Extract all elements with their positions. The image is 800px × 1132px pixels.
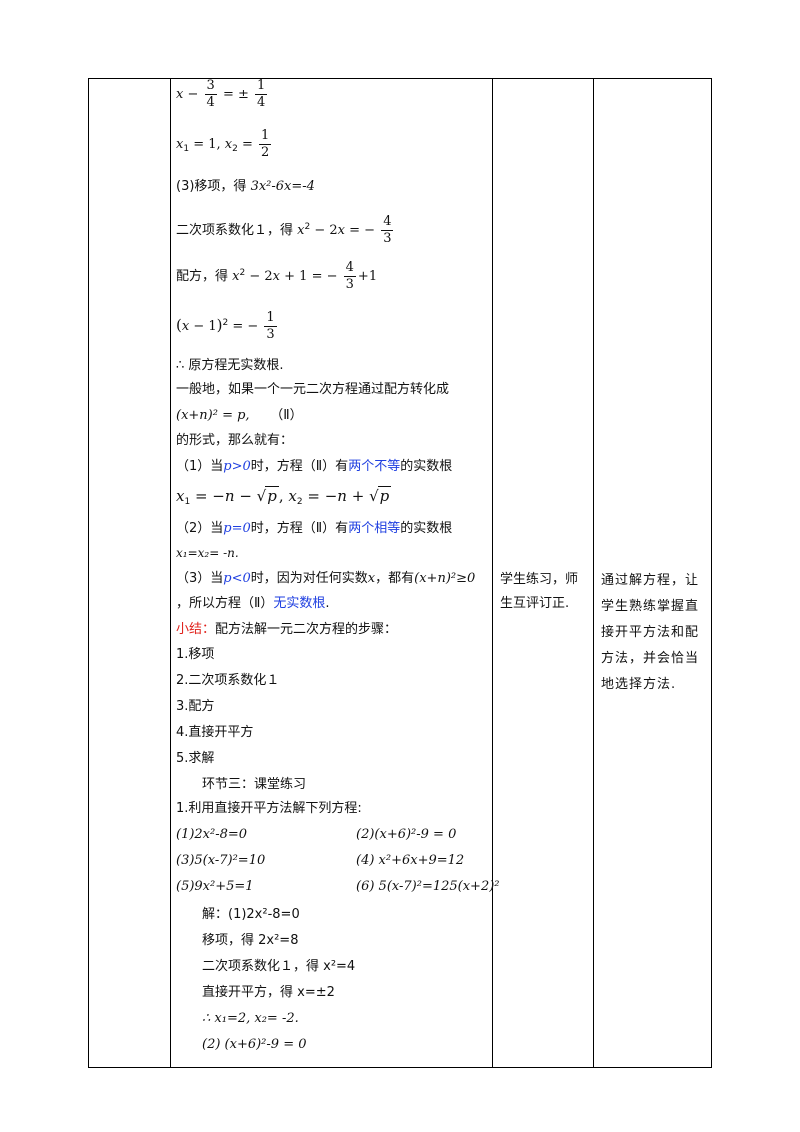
conclusion-text: ∴ 原方程无实数根. (176, 358, 284, 373)
step-item: 1.移项 (176, 647, 215, 662)
case-line: （3）当p<0时，因为对任何实数x，都有(x+n)²≥0 (176, 571, 476, 586)
exercise-item: (5)9x²+5=1 (176, 879, 254, 894)
column-divider (170, 79, 171, 1067)
solution-line: 解：(1)2x²-8=0 (202, 907, 300, 922)
table-frame (88, 78, 712, 1068)
step-item: 2.二次项系数化１ (176, 673, 280, 688)
solution-line: (2) (x+6)²-9 = 0 (202, 1037, 307, 1052)
exercise-item: (2)(x+6)²-9 = 0 (356, 827, 457, 842)
case-line: （2）当p=0时，方程（Ⅱ）有两个相等的实数根 (176, 521, 453, 536)
solution-line: 二次项系数化１，得 x²=4 (202, 959, 356, 974)
step-item: 3.配方 (176, 699, 215, 714)
step-item: 4.直接开平方 (176, 725, 254, 740)
column-divider (492, 79, 493, 1067)
design-intent-cell: 通过解方程，让学生熟练掌握直接开平方法和配方法，并会恰当地选择方法. (601, 573, 700, 692)
column-divider (593, 79, 594, 1067)
exercise-item: (6) 5(x-7)²=125(x+2)² (356, 879, 500, 894)
general-text: (x+n)² = p, （Ⅱ） (176, 408, 303, 423)
step-line: (3)移项，得 3x²-6x=-4 (176, 179, 315, 194)
equation-line: x1 = −n − √p, x2 = −n + √p (176, 486, 392, 507)
general-text: 的形式，那么就有： (176, 433, 294, 448)
case-line: （1）当p>0时，方程（Ⅱ）有两个不等的实数根 (176, 459, 453, 474)
exercise-item: (1)2x²-8=0 (176, 827, 248, 842)
solution-line: 移项，得 2x²=8 (202, 933, 299, 948)
case-roots: x₁=x₂= -n. (176, 546, 239, 560)
exercise-item: (4) x²+6x+9=12 (356, 853, 465, 868)
student-activity-cell: 学生练习，师生互评订正. (500, 572, 579, 611)
section-heading: 环节三：课堂练习 (202, 777, 307, 792)
case-line: ，所以方程（Ⅱ）无实数根. (176, 596, 330, 611)
general-text: 一般地，如果一个一元二次方程通过配方转化成 (176, 382, 450, 397)
exercise-item: (3)5(x-7)²=10 (176, 853, 266, 868)
exercise-title: 1.利用直接开平方法解下列方程: (176, 801, 362, 816)
step-item: 5.求解 (176, 751, 215, 766)
solution-line: 直接开平方，得 x=±2 (202, 985, 335, 1000)
summary-line: 小结：配方法解一元二次方程的步骤： (176, 622, 398, 637)
solution-line: ∴ x₁=2, x₂= -2. (202, 1011, 299, 1026)
